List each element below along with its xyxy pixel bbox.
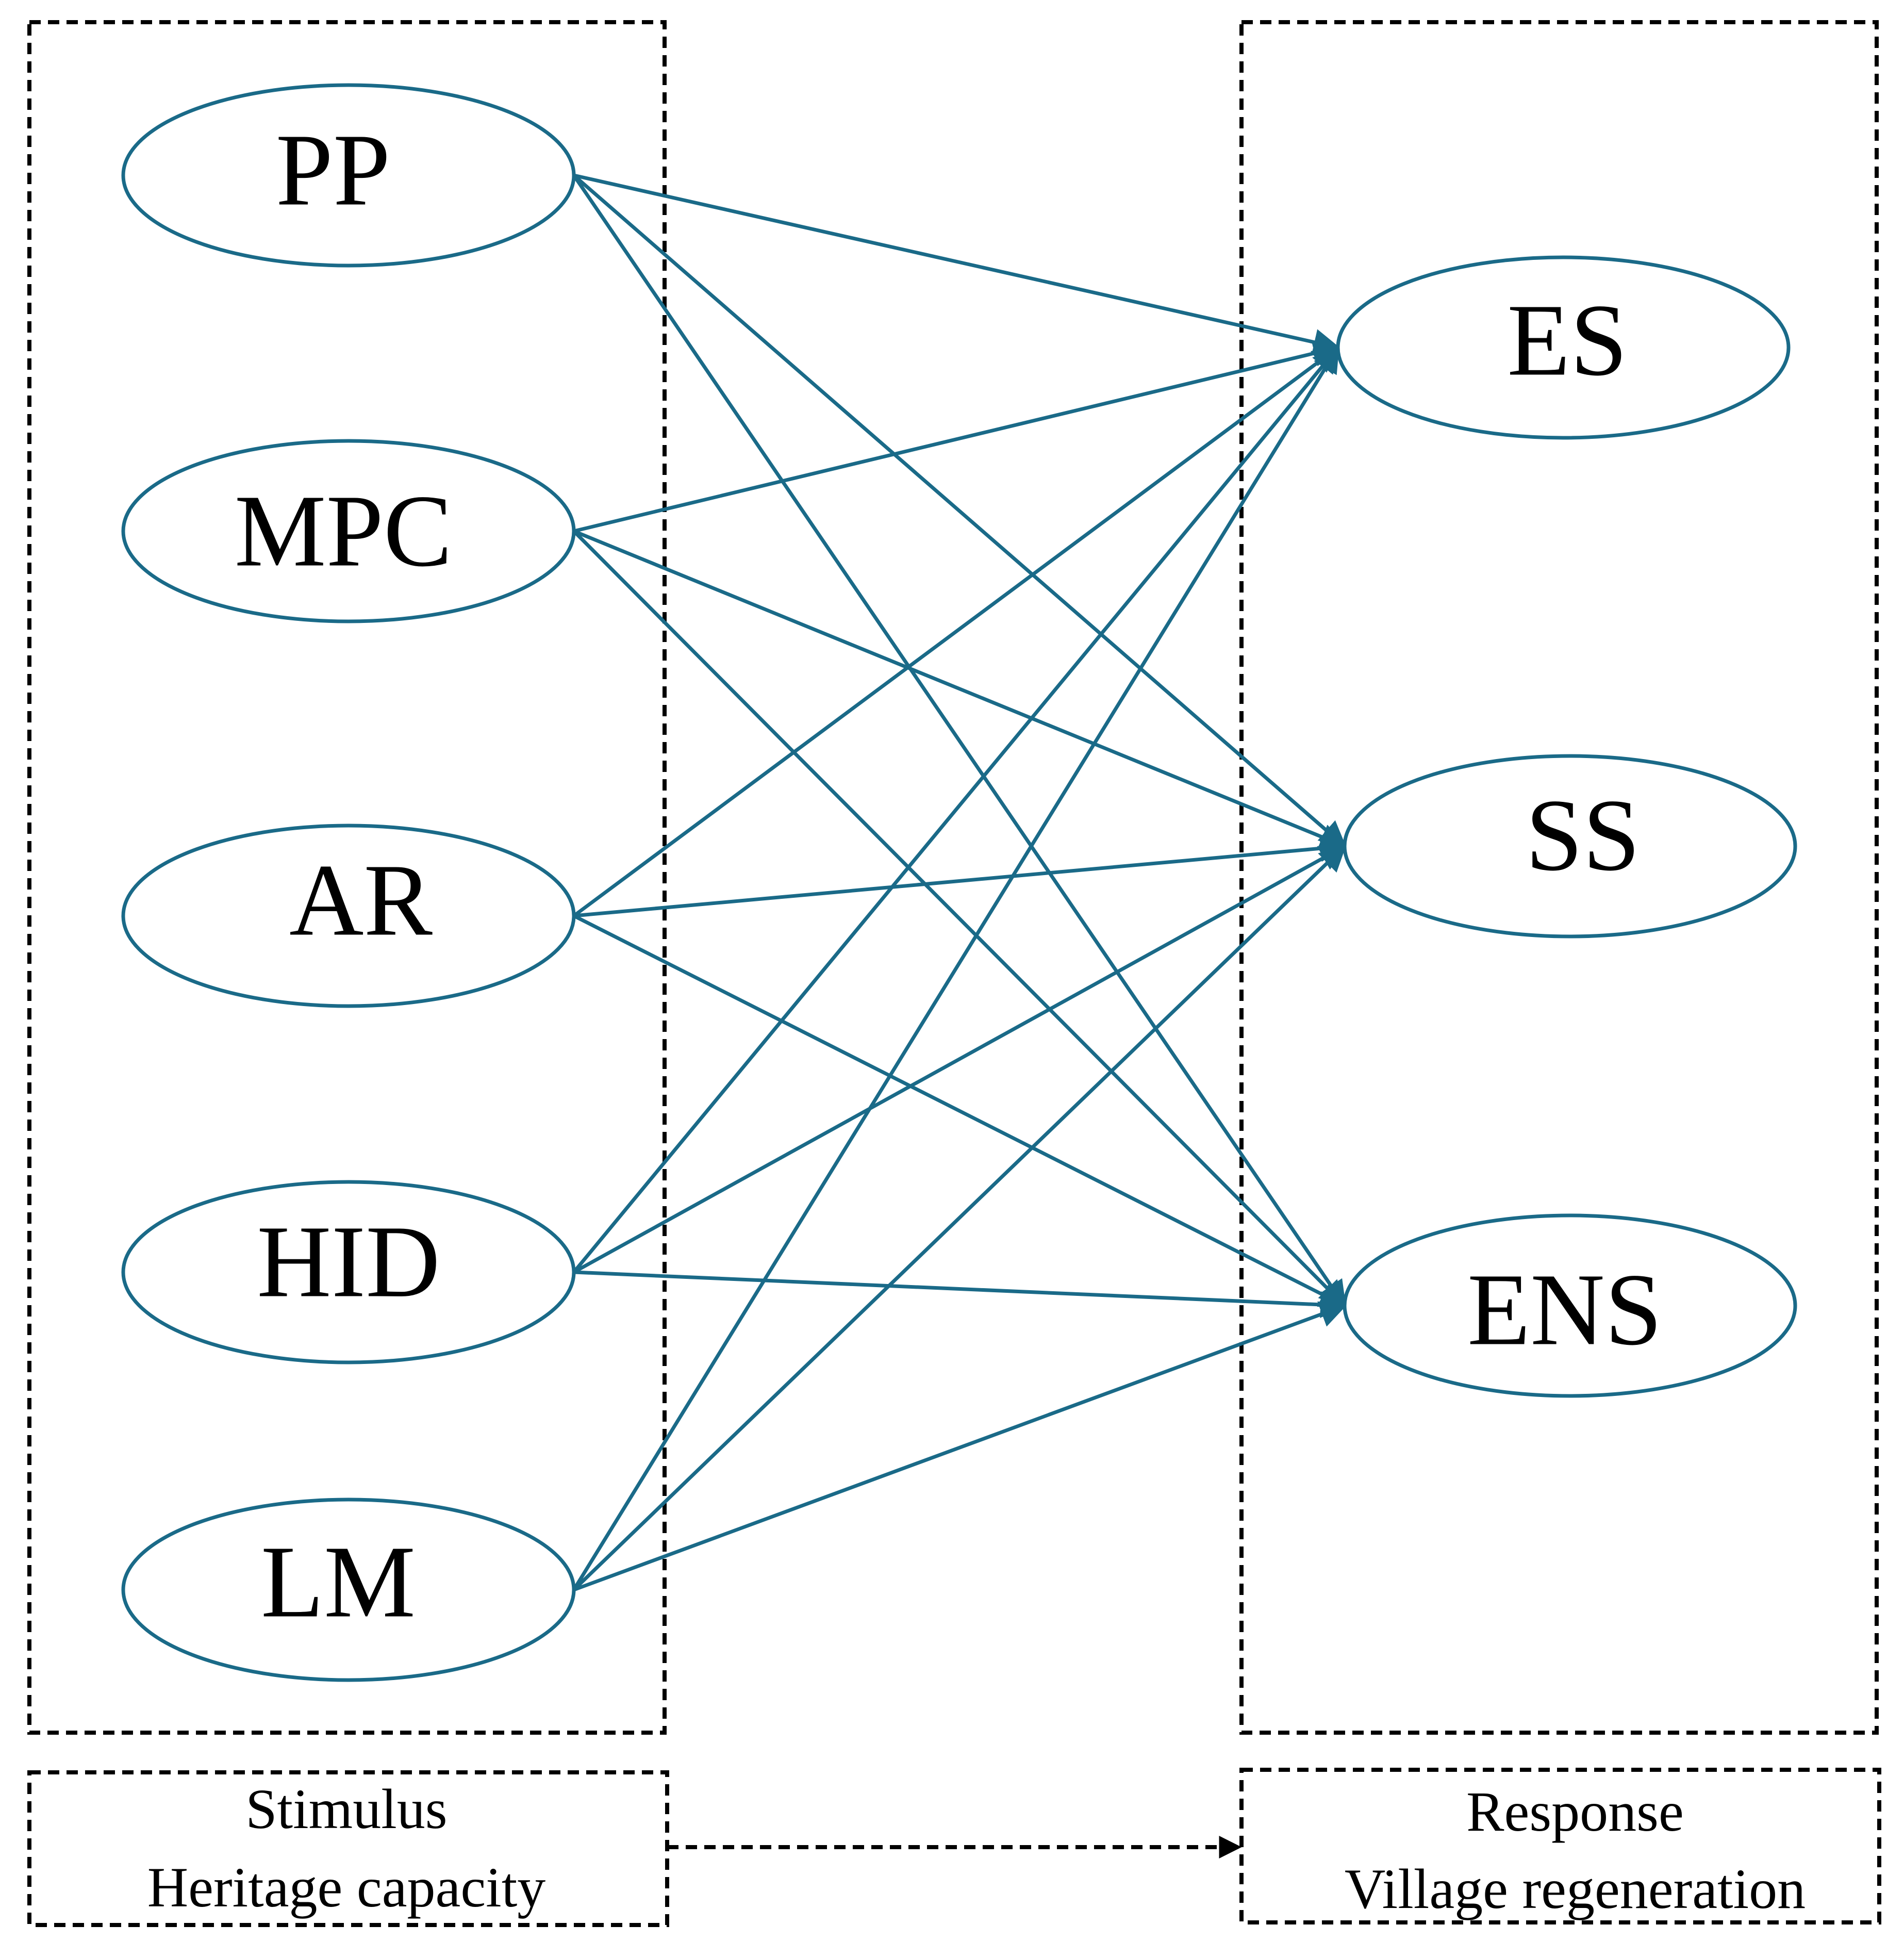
node-hid-ellipse xyxy=(121,1180,576,1364)
node-es: ES xyxy=(1336,255,1791,440)
node-mpc-ellipse xyxy=(121,439,576,623)
edge-mpc-to-ens xyxy=(572,530,1347,1308)
node-ens-ellipse xyxy=(1343,1213,1797,1398)
edge-hid-to-ens xyxy=(573,1270,1348,1318)
response-caption-subtitle: Village regeneration xyxy=(1345,1857,1806,1920)
node-ss-ellipse xyxy=(1343,754,1797,939)
node-ens: ENS xyxy=(1343,1213,1797,1398)
node-mpc-label: MPC xyxy=(235,474,452,588)
node-es-label: ES xyxy=(1507,284,1627,398)
node-lm-label: LM xyxy=(261,1525,416,1639)
response-caption-title: Response xyxy=(1466,1780,1684,1843)
edges-layer xyxy=(572,173,1348,1592)
node-pp-ellipse xyxy=(121,83,576,268)
node-ss-label: SS xyxy=(1526,779,1640,893)
edge-ar-to-es xyxy=(572,345,1340,917)
stimulus-caption-subtitle: Heritage capacity xyxy=(147,1856,546,1919)
node-lm: LM xyxy=(121,1498,576,1682)
stimulus-group-box xyxy=(27,20,667,1735)
node-ar: AR xyxy=(121,824,576,1008)
edge-hid-to-ss xyxy=(573,844,1347,1274)
edge-pp-to-ss xyxy=(572,174,1347,848)
edge-pp-to-ens xyxy=(572,174,1346,1308)
node-mpc: MPC xyxy=(121,439,576,623)
response-group-box xyxy=(1239,20,1879,1735)
edge-ar-to-ens xyxy=(573,914,1347,1308)
stimulus-caption-title: Stimulus xyxy=(245,1778,447,1840)
node-ens-label: ENS xyxy=(1467,1253,1662,1367)
node-pp-label: PP xyxy=(276,113,390,227)
edge-ar-to-ss xyxy=(573,835,1348,918)
node-ar-label: AR xyxy=(289,844,433,958)
node-ar-ellipse xyxy=(121,824,576,1008)
edge-mpc-to-es xyxy=(573,340,1341,533)
node-hid: HID xyxy=(121,1180,576,1364)
edge-lm-to-ens xyxy=(573,1301,1347,1592)
node-ss: SS xyxy=(1343,754,1797,939)
edge-lm-to-ss xyxy=(572,844,1347,1591)
node-hid-label: HID xyxy=(257,1205,440,1319)
edge-mpc-to-ss xyxy=(573,529,1347,850)
edge-hid-to-es xyxy=(572,345,1340,1274)
node-lm-ellipse xyxy=(121,1498,576,1682)
edge-lm-to-es xyxy=(572,345,1339,1591)
node-es-ellipse xyxy=(1336,255,1791,440)
edge-pp-to-es xyxy=(573,173,1341,356)
node-pp: PP xyxy=(121,83,576,268)
